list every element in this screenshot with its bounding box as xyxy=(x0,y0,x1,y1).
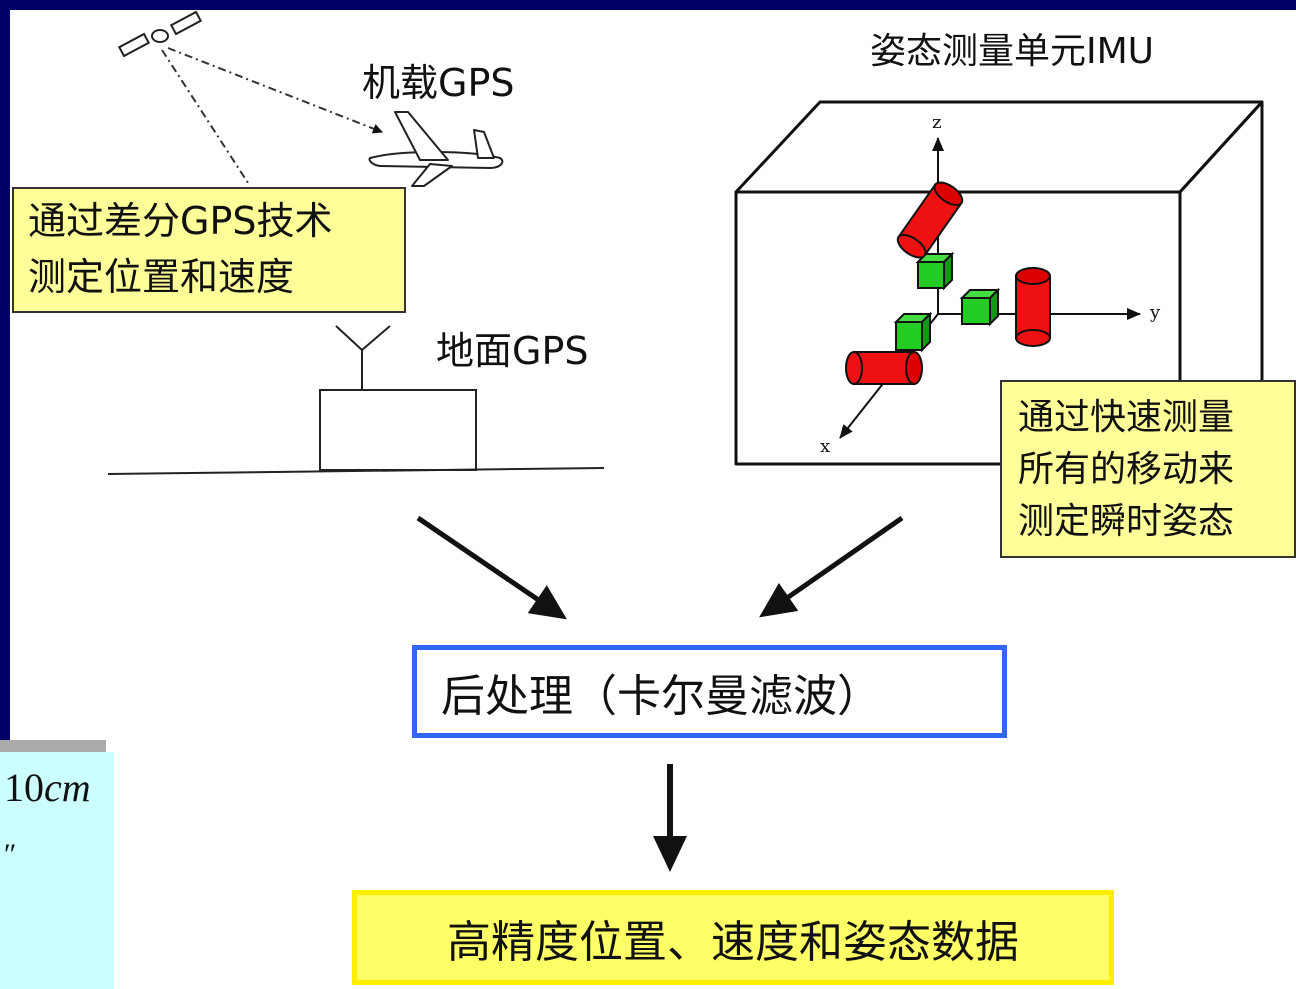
accelerometer-z xyxy=(915,251,955,291)
spec-panel-bar xyxy=(0,740,106,752)
arrow-imu-to-processing xyxy=(759,515,904,618)
imu-callout: 通过快速测量 所有的移动来 测定瞬时姿态 xyxy=(1000,380,1296,558)
imu-callout-line-3: 测定瞬时姿态 xyxy=(1018,501,1235,542)
gyro-z xyxy=(896,181,964,259)
axis-z-label: z xyxy=(932,112,942,133)
airplane-icon xyxy=(368,111,504,187)
spec-panel: 10cm ″ xyxy=(0,752,114,989)
gps-callout-line-1: 通过差分GPS技术 xyxy=(28,199,333,243)
accuracy-value: 10 xyxy=(4,765,44,810)
gps-callout-line-2: 测定位置和速度 xyxy=(28,255,295,299)
gyro-y xyxy=(1015,267,1051,347)
angle-mark: ″ xyxy=(2,838,15,871)
accuracy-text: 10cm xyxy=(4,764,91,811)
imu-title-label: 姿态测量单元IMU xyxy=(870,31,1155,72)
accuracy-unit: cm xyxy=(44,765,91,810)
post-processing-box: 后处理（卡尔曼滤波） xyxy=(412,645,1007,738)
axis-x-label: x xyxy=(820,436,831,457)
imu-callout-line-2: 所有的移动来 xyxy=(1018,449,1235,490)
signal-line-to-ground xyxy=(161,49,251,187)
signal-line-to-plane xyxy=(167,47,383,134)
ground-station-icon xyxy=(107,325,605,475)
arrow-gps-to-processing xyxy=(416,515,567,620)
axis-y-label: y xyxy=(1150,302,1161,323)
satellite-icon xyxy=(117,10,203,58)
accelerometer-y xyxy=(959,287,1001,327)
gps-callout: 通过差分GPS技术 测定位置和速度 xyxy=(12,187,406,313)
imu-callout-line-1: 通过快速测量 xyxy=(1018,397,1235,438)
result-box: 高精度位置、速度和姿态数据 xyxy=(352,890,1114,985)
ground-gps-label: 地面GPS xyxy=(436,329,589,373)
post-processing-label: 后处理（卡尔曼滤波） xyxy=(441,670,881,722)
result-label: 高精度位置、速度和姿态数据 xyxy=(447,916,1019,968)
accelerometer-x xyxy=(893,311,933,353)
gyro-x xyxy=(845,351,923,385)
airborne-gps-label: 机载GPS xyxy=(362,61,515,105)
